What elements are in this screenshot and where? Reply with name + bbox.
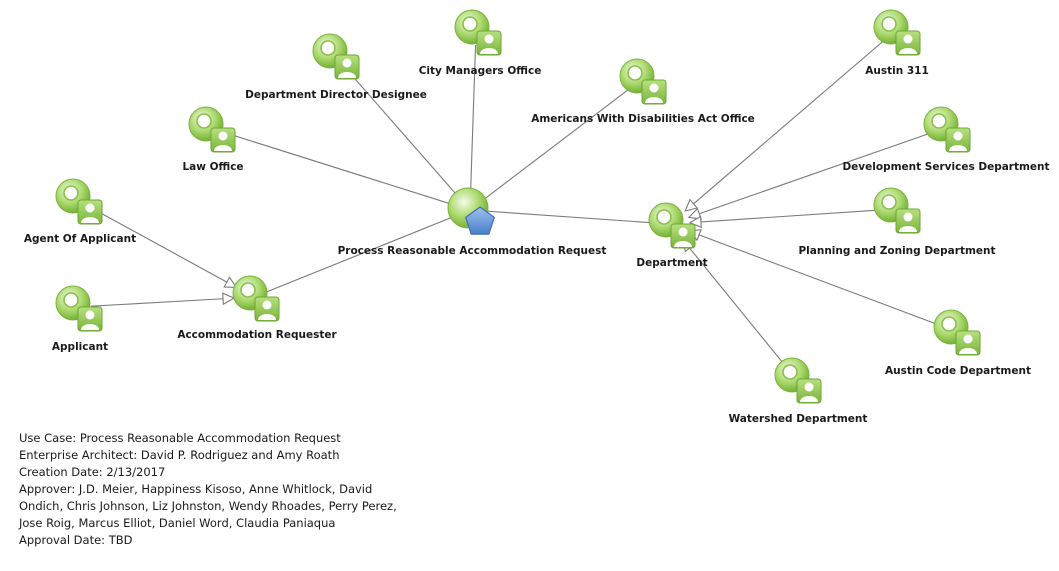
generalization-arrowhead bbox=[222, 292, 236, 306]
relation-line bbox=[698, 234, 943, 327]
relation-line bbox=[469, 44, 477, 195]
actor-austin-code[interactable]: Austin Code Department bbox=[885, 309, 1031, 377]
note-approver: Approver: J.D. Meier, Happiness Kisoso, … bbox=[19, 482, 397, 530]
relation-accommodation_requester-to-usecase[interactable] bbox=[266, 215, 456, 293]
generalization-arrowhead bbox=[684, 198, 699, 212]
relation-line bbox=[699, 132, 932, 215]
actor-label: Law Office bbox=[182, 161, 243, 173]
actor-accommodation-requester[interactable]: Accommodation Requester bbox=[177, 275, 337, 341]
generalization-arrowhead bbox=[223, 276, 238, 288]
note-approval-date: Approval Date: TBD bbox=[19, 533, 133, 547]
actor-icon bbox=[933, 309, 981, 356]
actor-label: Development Services Department bbox=[842, 161, 1049, 173]
actor-icon bbox=[312, 33, 360, 80]
relation-law_office-to-usecase[interactable] bbox=[223, 131, 455, 206]
relation-line bbox=[266, 215, 456, 293]
relation-austin_311-to-department[interactable] bbox=[684, 39, 885, 212]
actor-agent-of-applicant[interactable]: Agent Of Applicant bbox=[24, 178, 136, 245]
relation-department_director_designee-to-usecase[interactable] bbox=[342, 65, 460, 199]
note-creation-date: Creation Date: 2/13/2017 bbox=[19, 465, 166, 479]
actor-icon bbox=[873, 187, 921, 234]
actor-watershed[interactable]: Watershed Department bbox=[729, 357, 868, 425]
actor-austin-311[interactable]: Austin 311 bbox=[865, 9, 929, 77]
generalization-arrowhead bbox=[688, 215, 702, 229]
relation-line bbox=[342, 65, 460, 199]
actor-icon bbox=[619, 58, 667, 105]
actor-department[interactable]: Department bbox=[636, 202, 708, 269]
actor-icon bbox=[55, 178, 103, 225]
relation-line bbox=[90, 298, 224, 307]
relation-line bbox=[485, 210, 657, 224]
actor-icon bbox=[774, 357, 822, 404]
relation-city_managers_office-to-usecase[interactable] bbox=[469, 44, 477, 195]
diagram-notes: Use Case: Process Reasonable Accommodati… bbox=[19, 430, 399, 549]
actor-applicant[interactable]: Applicant bbox=[52, 285, 108, 353]
actor-ada-office[interactable]: Americans With Disabilities Act Office bbox=[531, 58, 755, 125]
actor-icon bbox=[188, 106, 236, 153]
relation-line bbox=[223, 131, 455, 206]
relation-department-to-usecase[interactable] bbox=[485, 210, 657, 224]
generalization-arrowhead bbox=[687, 207, 702, 220]
relation-ada_office-to-usecase[interactable] bbox=[482, 88, 631, 201]
actor-law-office[interactable]: Law Office bbox=[182, 106, 244, 173]
actor-icon bbox=[232, 275, 280, 322]
relation-line bbox=[89, 206, 228, 283]
actor-label: Accommodation Requester bbox=[177, 329, 337, 341]
actor-label: Applicant bbox=[52, 341, 108, 353]
relation-agent_of_applicant-to-accommodation_requester[interactable] bbox=[89, 206, 238, 288]
actor-icon bbox=[873, 9, 921, 56]
relations-layer bbox=[89, 39, 943, 369]
actor-planning-zoning[interactable]: Planning and Zoning Department bbox=[798, 187, 996, 257]
actor-label: Department Director Designee bbox=[245, 89, 427, 101]
actor-icon bbox=[648, 202, 696, 249]
note-use-case: Use Case: Process Reasonable Accommodati… bbox=[19, 431, 341, 445]
actor-label: Americans With Disabilities Act Office bbox=[531, 113, 755, 125]
relation-planning_zoning-to-department[interactable] bbox=[688, 209, 882, 229]
relation-applicant-to-accommodation_requester[interactable] bbox=[90, 292, 236, 307]
note-architect: Enterprise Architect: David P. Rodriguez… bbox=[19, 448, 340, 462]
actor-label: Watershed Department bbox=[729, 413, 868, 425]
actor-city-managers-office[interactable]: City Managers Office bbox=[419, 9, 542, 77]
actor-icon bbox=[55, 285, 103, 332]
actor-label: City Managers Office bbox=[419, 65, 542, 77]
use-case-pentagon-icon bbox=[447, 187, 496, 235]
actor-label: Austin 311 bbox=[865, 65, 929, 77]
relation-line bbox=[693, 39, 885, 205]
relation-development_services-to-department[interactable] bbox=[687, 132, 932, 220]
actor-label: Agent Of Applicant bbox=[24, 233, 136, 245]
actor-label: Austin Code Department bbox=[885, 365, 1031, 377]
relation-line bbox=[482, 88, 631, 201]
actor-development-services[interactable]: Development Services Department bbox=[842, 106, 1050, 173]
actor-label: Planning and Zoning Department bbox=[798, 245, 995, 257]
actor-label: Department bbox=[636, 257, 707, 269]
actor-icon bbox=[923, 106, 971, 153]
relation-line bbox=[700, 209, 882, 223]
actor-department-director-designee[interactable]: Department Director Designee bbox=[245, 33, 427, 101]
use-case-process-reasonable-accommodation[interactable]: Process Reasonable Accommodation Request bbox=[338, 187, 607, 257]
use-case-label: Process Reasonable Accommodation Request bbox=[338, 245, 607, 257]
relation-line bbox=[689, 247, 788, 369]
actor-icon bbox=[454, 9, 502, 56]
